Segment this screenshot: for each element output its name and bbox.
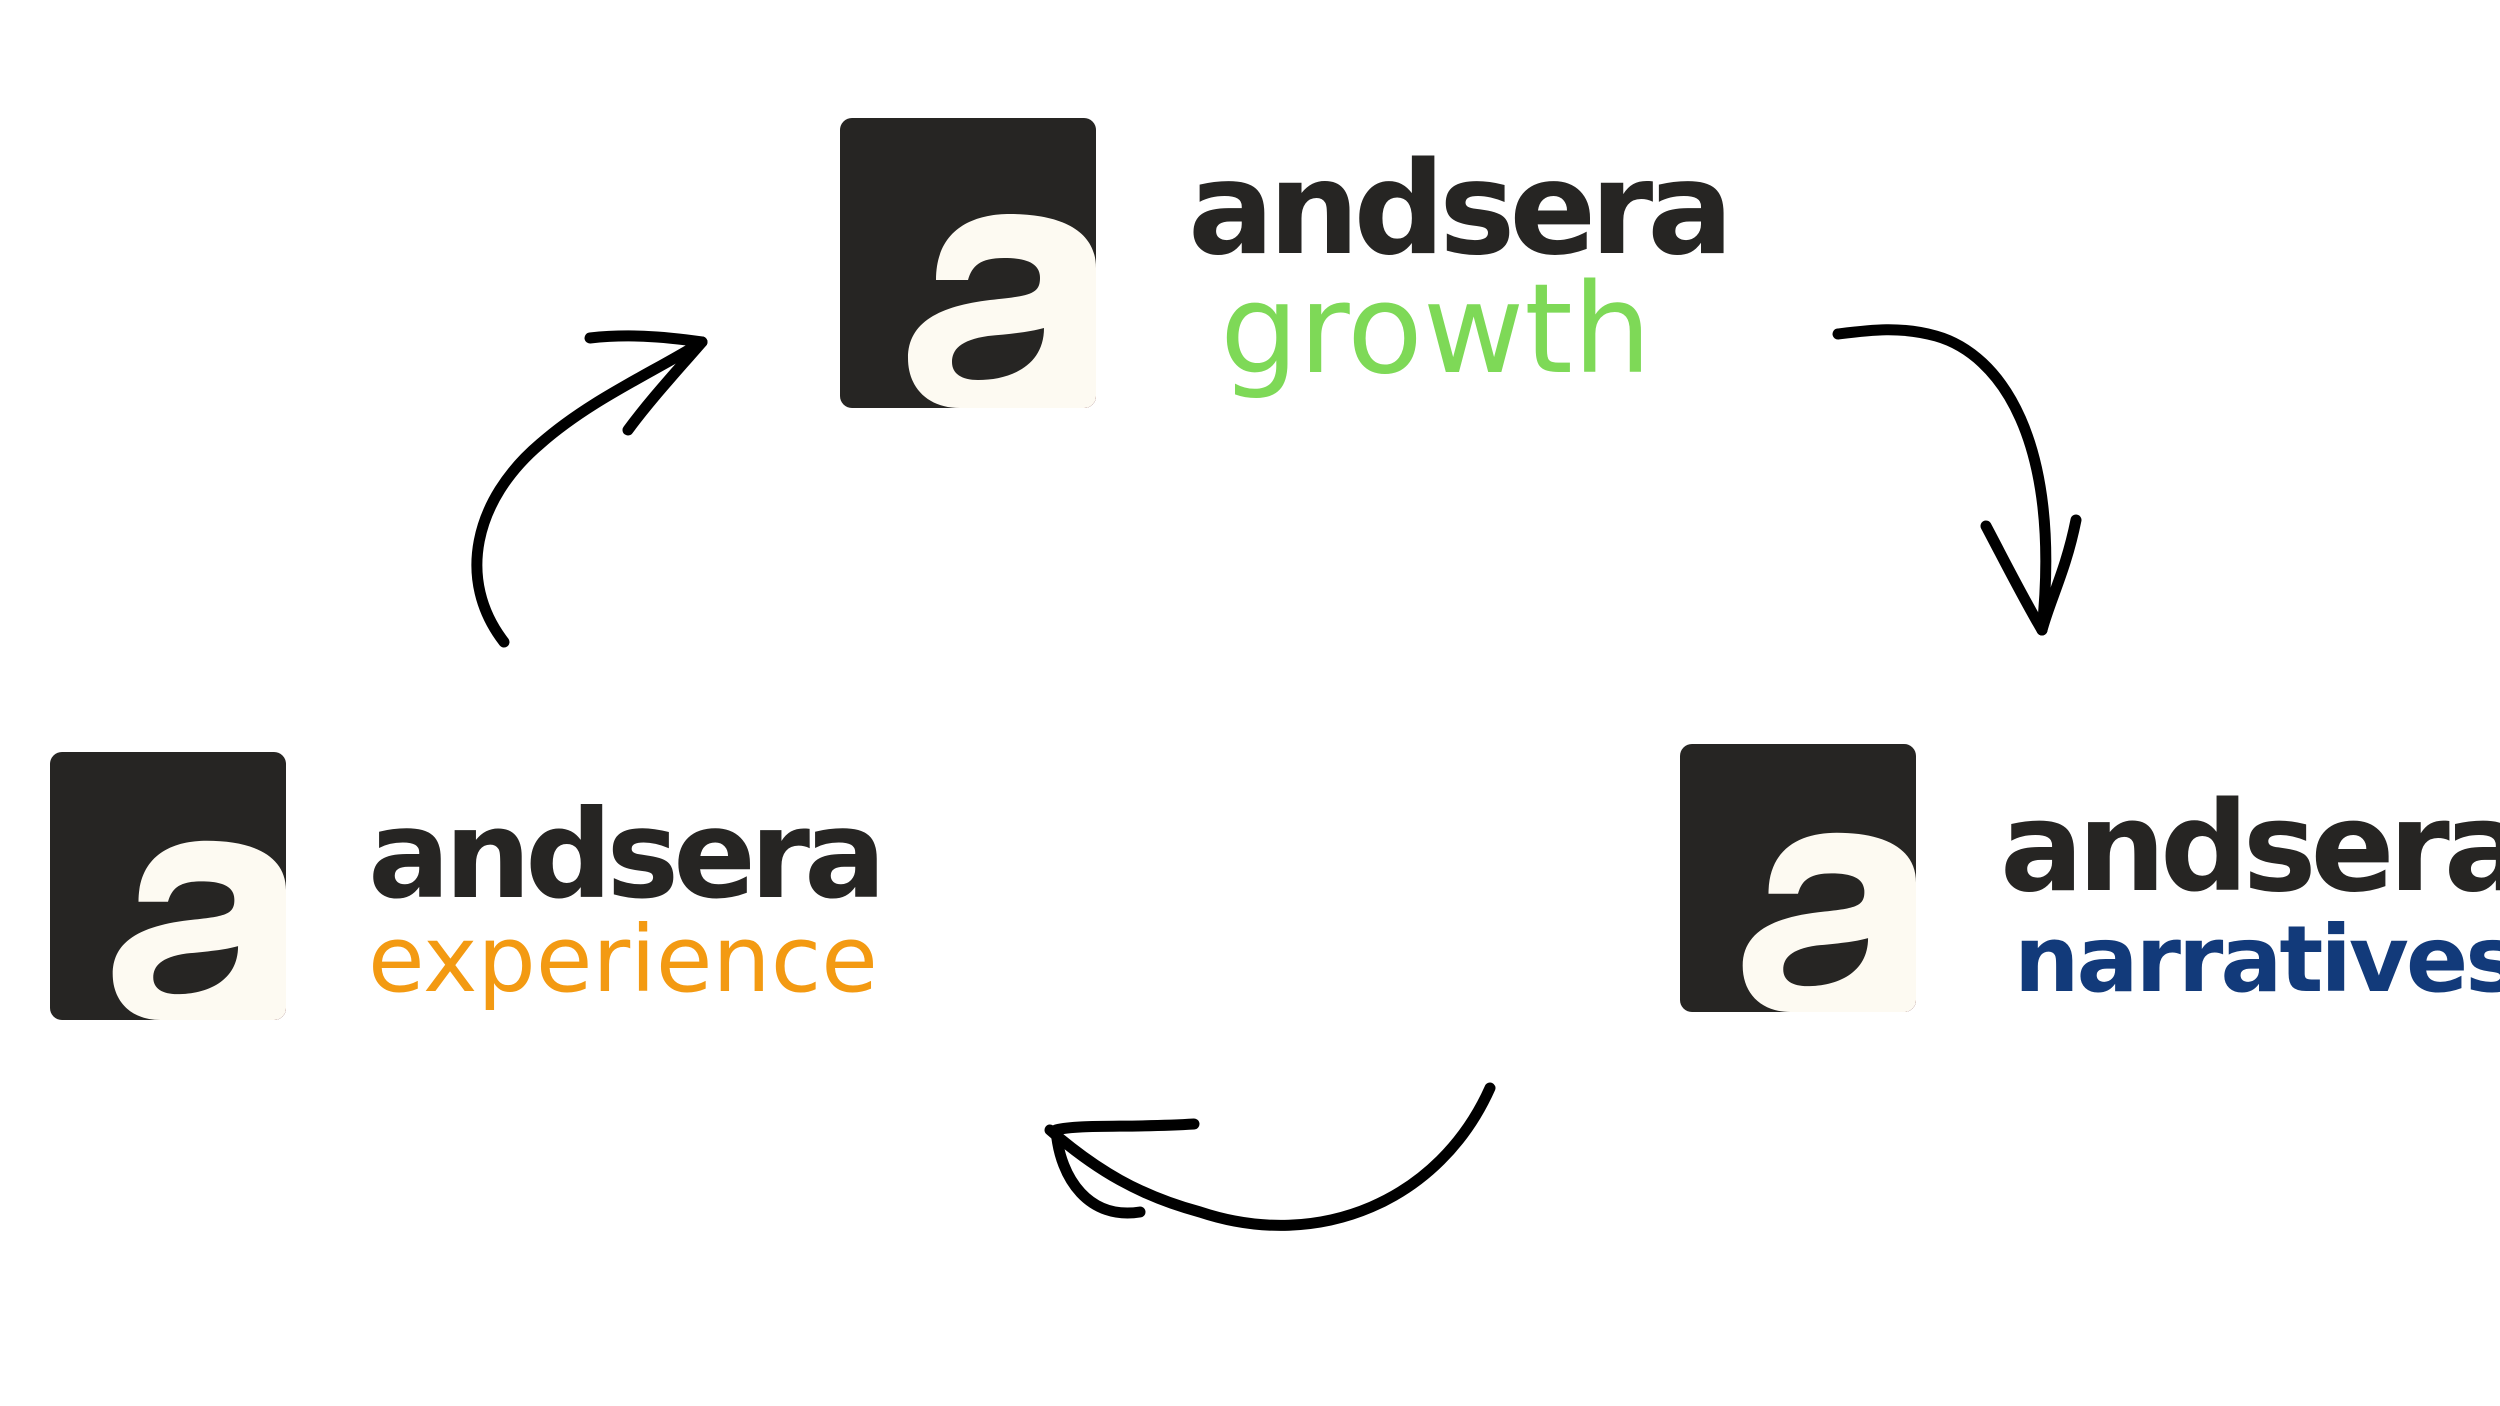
arrow-head (1980, 514, 2082, 636)
logo-narratives: andsera narratives (1680, 744, 2500, 1024)
brand-name: andsera (1188, 135, 1734, 284)
arrow-head (584, 330, 708, 436)
subbrand-name-narratives: narratives (2014, 906, 2500, 1013)
arrow-narratives-to-experience (1044, 1082, 1496, 1231)
subbrand-name-growth: growth (1220, 258, 1652, 402)
arrow-shaft (1044, 1082, 1496, 1231)
subbrand-name-experience: experience (368, 906, 878, 1013)
arrow-head (1050, 1118, 1200, 1219)
arrow-shaft (471, 336, 708, 648)
logo-growth: andsera growth (840, 118, 1734, 418)
arrow-shaft (1832, 324, 2052, 636)
andsera-logo-mark-icon (50, 752, 286, 1020)
brand-name: andsera (368, 784, 886, 926)
logo-experience: andsera experience (50, 752, 886, 1032)
arrow-growth-to-narratives (1832, 324, 2082, 636)
andsera-logo-mark-icon (1680, 744, 1916, 1012)
andsera-logo-mark-icon (840, 118, 1096, 408)
arrow-experience-to-growth (471, 330, 708, 648)
brand-name: andsera (2000, 776, 2500, 920)
